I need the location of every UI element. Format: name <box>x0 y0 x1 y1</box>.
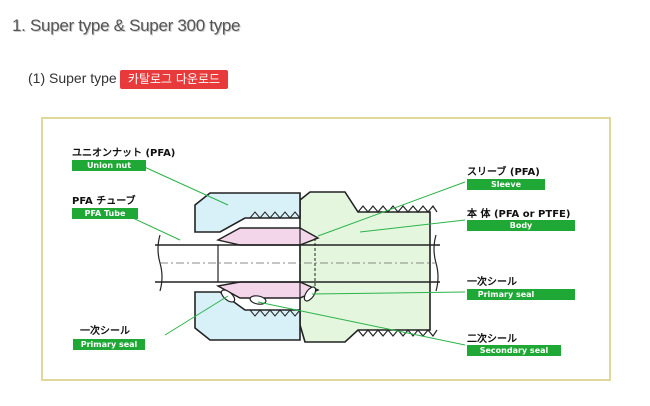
sleeve-tag <box>467 179 545 190</box>
primary-seal-left-tag <box>73 339 145 350</box>
page-title: 1. Super type & Super 300 type <box>12 16 241 35</box>
union-nut-tag <box>72 160 146 171</box>
sleeve-part <box>216 227 320 246</box>
sleeve-tag-text: Sleeve <box>491 180 522 189</box>
union-nut-label: ユニオンナット (PFA) <box>72 147 175 159</box>
secondary-seal-tag <box>467 345 561 356</box>
primary-seal-left-label: 一次シール <box>80 324 130 337</box>
primary-seal-right-tag <box>467 289 575 300</box>
union-nut-upper <box>194 192 301 233</box>
body-thread-bottom <box>357 329 438 338</box>
body-thread-top <box>357 204 438 213</box>
sleeve-label: スリーブ (PFA) <box>467 165 540 178</box>
secondary-seal-tag-text: Secondary seal <box>480 346 549 355</box>
primary-seal-left-tag-text: Primary seal <box>81 340 138 349</box>
secondary-seal-label: 二次シール <box>467 332 517 345</box>
primary-seal-right-mark <box>303 286 317 302</box>
pfa-tube-tag <box>72 208 138 219</box>
nut-thread-upper <box>249 211 301 219</box>
catalog-download-button[interactable]: 카탈로그 다운로드 <box>120 70 228 89</box>
secondary-seal-mark <box>249 295 267 305</box>
body-part <box>299 191 431 343</box>
primary-seal-right-tag-text: Primary seal <box>478 290 535 299</box>
body-tag-text: Body <box>510 221 533 230</box>
leader-lines <box>119 164 466 346</box>
union-nut-lower <box>194 291 301 341</box>
pfa-tube-label: PFA チューブ <box>72 194 136 207</box>
primary-seal-right-label: 一次シール <box>467 275 517 288</box>
section-subtitle: (1) Super type <box>28 70 117 86</box>
union-nut-tag-text: Union nut <box>87 161 131 170</box>
pfa-tube <box>155 244 440 283</box>
body-label: 本 体 (PFA or PTFE) <box>467 207 570 220</box>
pfa-tube-tag-text: PFA Tube <box>85 209 126 218</box>
body-tag <box>467 220 575 231</box>
nut-thread-lower <box>249 309 301 317</box>
